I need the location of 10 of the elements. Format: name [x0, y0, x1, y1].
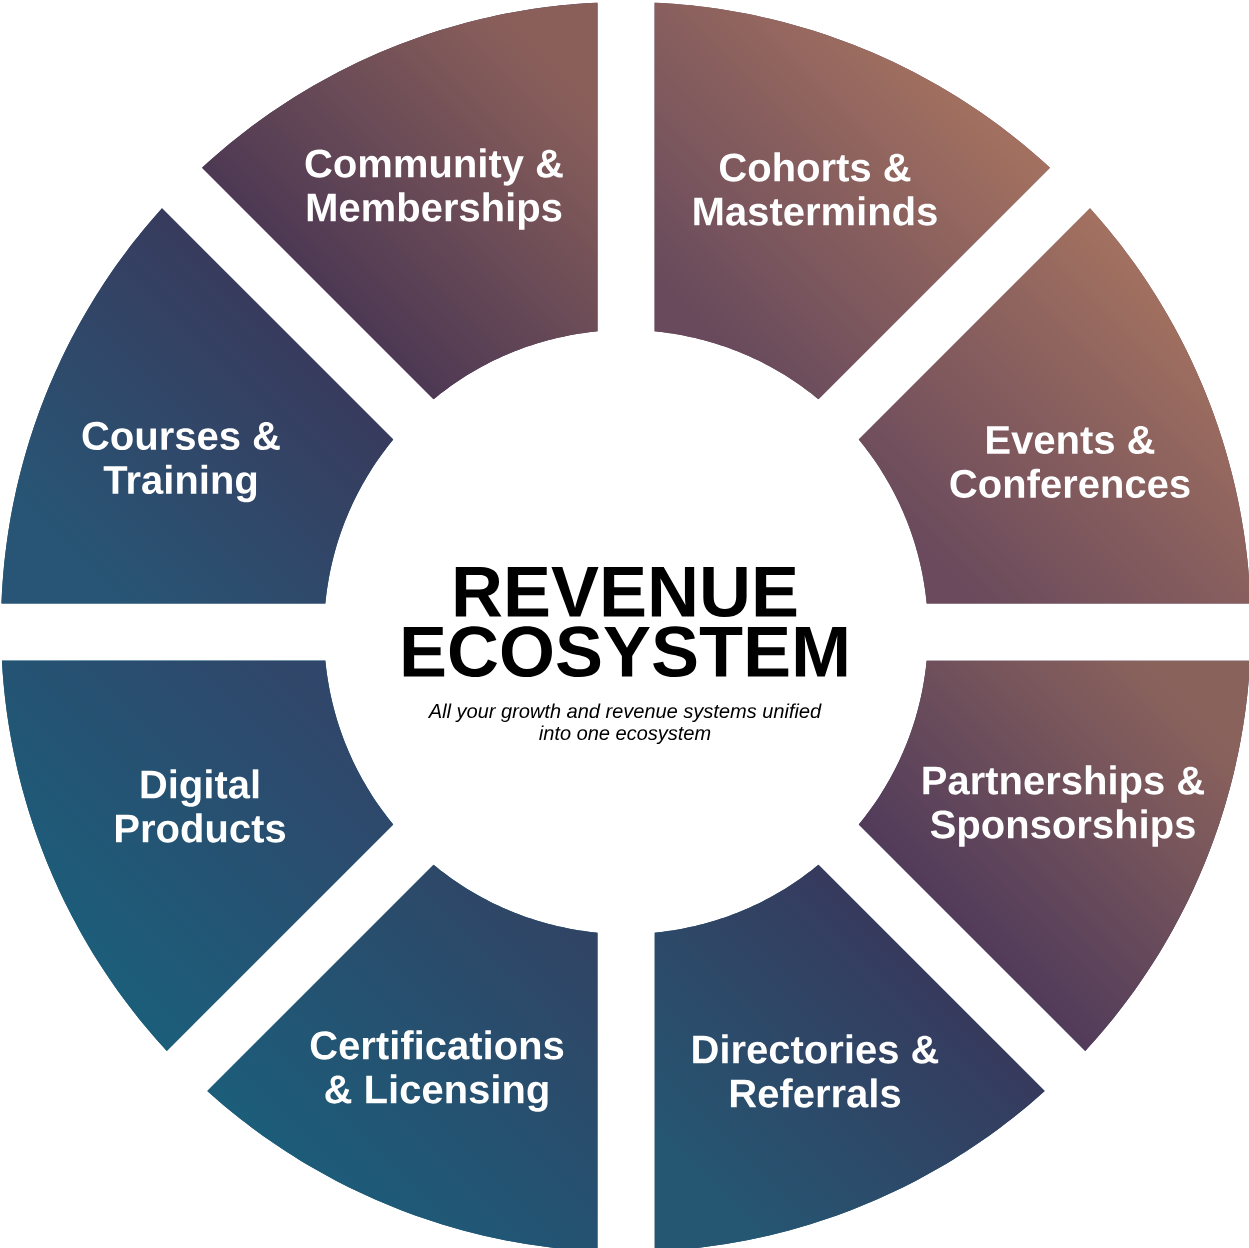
segment-label: Partnerships & Sponsorships — [923, 765, 1204, 847]
segment-label: Digital Products — [116, 769, 286, 843]
segment-label: Events & Conferences — [950, 426, 1190, 498]
segment-label: Directories & Referrals — [693, 1034, 939, 1108]
segment-label: Courses & Training — [82, 421, 280, 503]
segment-label: Certifications & Licensing — [310, 1030, 564, 1112]
subtitle: All your growth and revenue systems unified into one ecosystem — [427, 703, 822, 745]
segment-label: Cohorts & Masterminds — [694, 152, 937, 226]
segment-label: Community & Memberships — [305, 148, 563, 230]
title: REVENUE ECOSYSTEM — [403, 566, 847, 678]
